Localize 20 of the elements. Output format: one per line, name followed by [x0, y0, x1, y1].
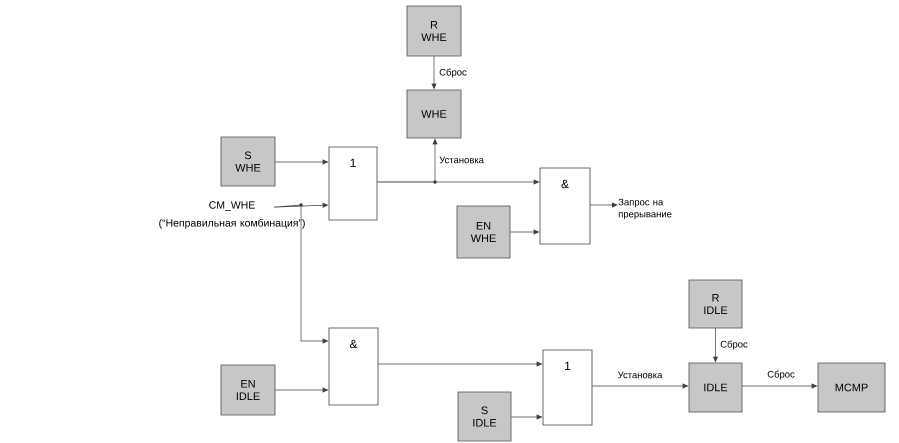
logic-gate-box: 1	[542, 350, 592, 426]
input-signal-label: CM_WHE (“Неправильная комбинация”)	[159, 201, 305, 229]
edge-label: Сброс	[766, 370, 796, 380]
register-box: MCMP	[818, 362, 886, 412]
logic-gate-box: &	[540, 168, 590, 244]
edge-label: Сброс	[719, 340, 749, 350]
register-box: EN WHE	[456, 206, 510, 258]
edge-label: Установка	[616, 370, 664, 380]
edge-label: Сброс	[438, 68, 468, 78]
register-box: S IDLE	[458, 392, 512, 442]
register-box: R IDLE	[688, 280, 742, 328]
edge-label: Установка	[438, 156, 485, 164]
logic-gate-box: 1	[328, 146, 378, 220]
register-box: WHE	[406, 90, 462, 138]
register-box: S WHE	[220, 136, 276, 186]
output-signal-label: Запрос на прерывание	[618, 198, 672, 220]
register-box: IDLE	[688, 362, 742, 412]
register-box: EN IDLE	[220, 364, 276, 416]
logic-gate-box: &	[328, 328, 378, 406]
register-box: R WHE	[406, 6, 462, 56]
